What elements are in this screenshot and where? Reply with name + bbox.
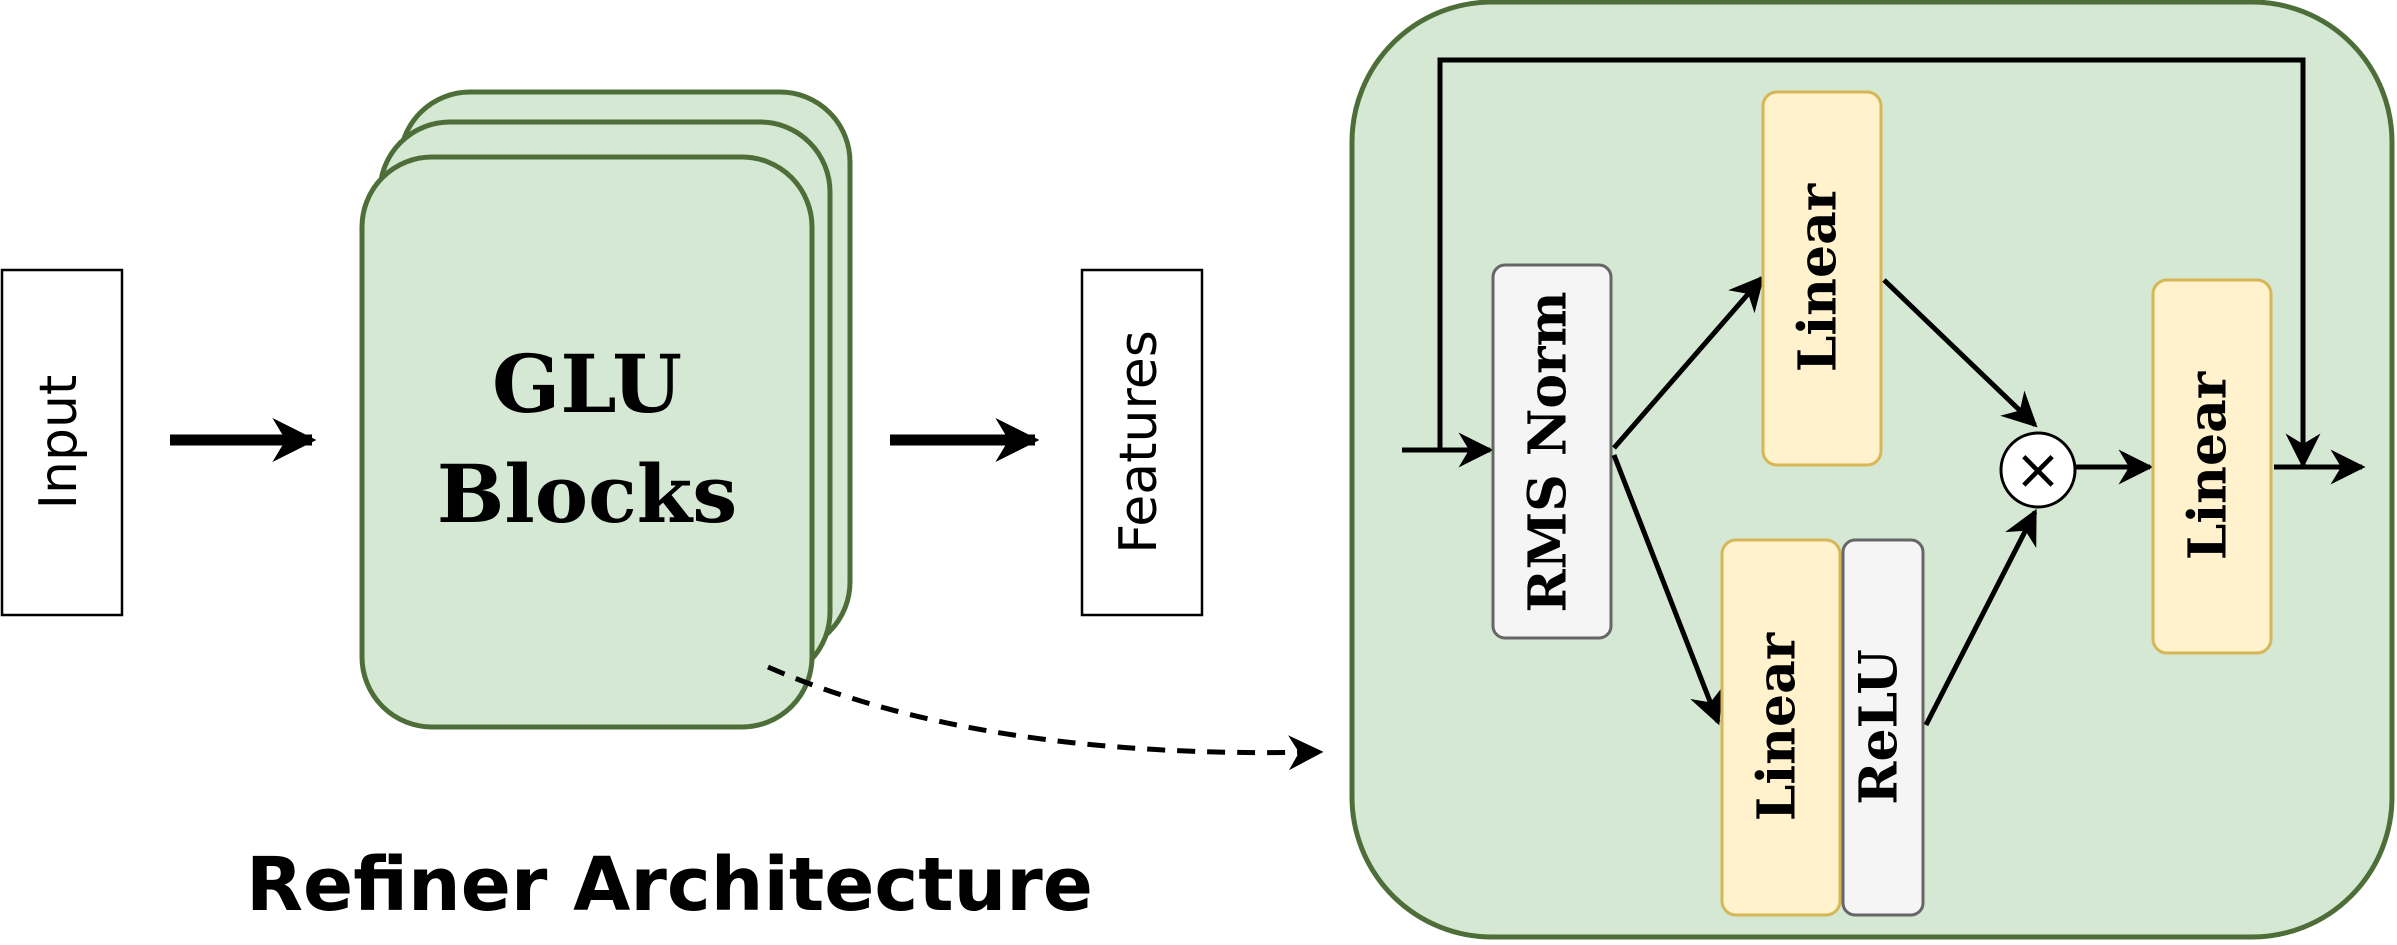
features-box xyxy=(1080,268,1204,617)
multiply-icon: × xyxy=(2015,438,2062,503)
input-label: Input xyxy=(29,375,89,510)
glu-label-line2: Blocks xyxy=(437,447,738,541)
linear-top-label: Linear xyxy=(1788,183,1849,372)
arrow-rms-to-linear-bottom xyxy=(1611,454,1723,726)
diagram-title: Refiner Architecture xyxy=(246,842,1093,928)
linear-bottom-label: Linear xyxy=(1747,632,1808,821)
residual-skip-connection xyxy=(1437,57,2321,469)
features-label: Features xyxy=(1109,330,1169,554)
glu-detail-panel xyxy=(1349,0,2395,940)
relu-box xyxy=(1841,538,1925,917)
glu-block-front xyxy=(359,154,815,730)
glu-label-line1: GLU xyxy=(492,337,682,431)
rms-norm-label: RMS Norm xyxy=(1518,291,1579,612)
linear-top-box xyxy=(1761,90,1883,467)
arrow-linear-top-to-multiply xyxy=(1882,278,2038,428)
linear-right-box xyxy=(2151,278,2273,655)
arrow-rms-to-linear-top xyxy=(1612,275,1765,450)
input-box xyxy=(0,268,124,617)
rms-norm-box xyxy=(1491,263,1613,640)
dashed-expand-connector xyxy=(766,664,1324,771)
linear-right-label: Linear xyxy=(2178,371,2239,560)
arrow-relu-to-multiply xyxy=(1923,508,2038,727)
multiply-node xyxy=(1999,431,2077,509)
linear-bottom-box xyxy=(1720,538,1842,917)
relu-label: ReLU xyxy=(1849,649,1910,804)
